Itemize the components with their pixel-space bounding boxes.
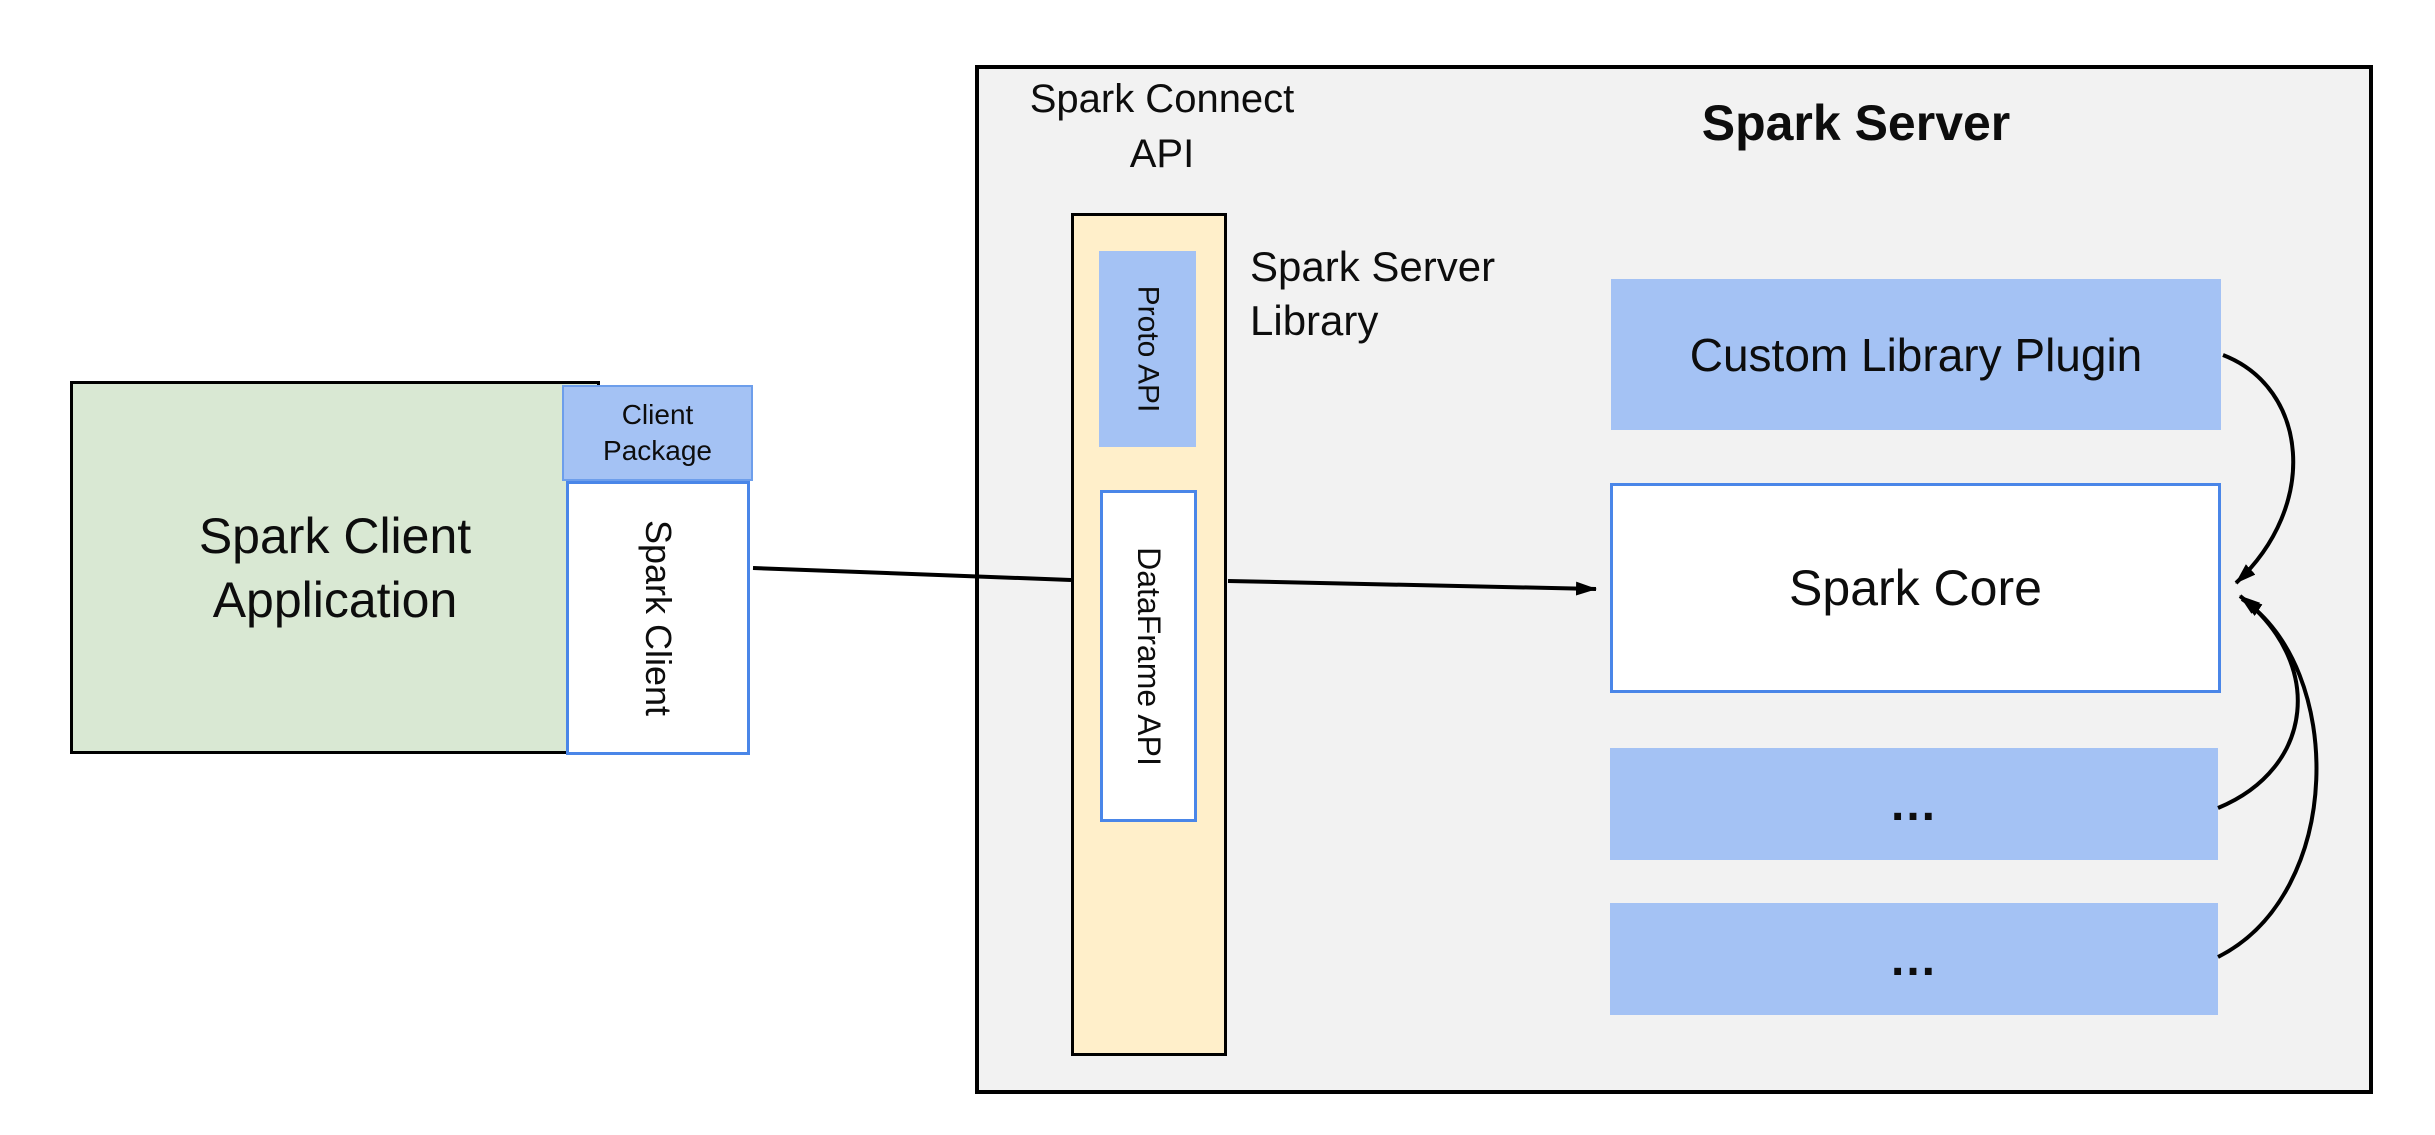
spark-connect-api-title: Spark Connect API bbox=[1029, 77, 1295, 176]
client-package-box: Client Package bbox=[562, 385, 753, 481]
spark-server-title: Spark Server bbox=[1701, 95, 2011, 151]
dataframe-api-box: DataFrame API bbox=[1100, 490, 1197, 822]
spark-client-application-box: Spark Client Application bbox=[70, 381, 600, 754]
spark-client-label: Spark Client bbox=[638, 519, 679, 717]
more-plugins-label-1: ... bbox=[1890, 777, 1937, 831]
custom-library-plugin-box: Custom Library Plugin bbox=[1611, 279, 2221, 430]
proto-api-box: Proto API bbox=[1099, 251, 1196, 447]
more-plugins-box-2: ... bbox=[1610, 903, 2218, 1015]
more-plugins-box-1: ... bbox=[1610, 748, 2218, 860]
dataframe-api-label: DataFrame API bbox=[1131, 546, 1167, 766]
client-package-label: Client Package bbox=[603, 399, 712, 466]
proto-api-label: Proto API bbox=[1131, 285, 1165, 413]
custom-library-plugin-label: Custom Library Plugin bbox=[1689, 328, 2143, 381]
spark-server-library-label: Spark Server Library bbox=[1250, 243, 1496, 344]
spark-core-label: Spark Core bbox=[1789, 560, 2042, 616]
spark-client-application-label: Spark Client Application bbox=[198, 507, 472, 628]
spark-client-box: Spark Client bbox=[566, 481, 750, 755]
spark-core-box: Spark Core bbox=[1610, 483, 2221, 693]
more-plugins-label-2: ... bbox=[1890, 932, 1937, 986]
